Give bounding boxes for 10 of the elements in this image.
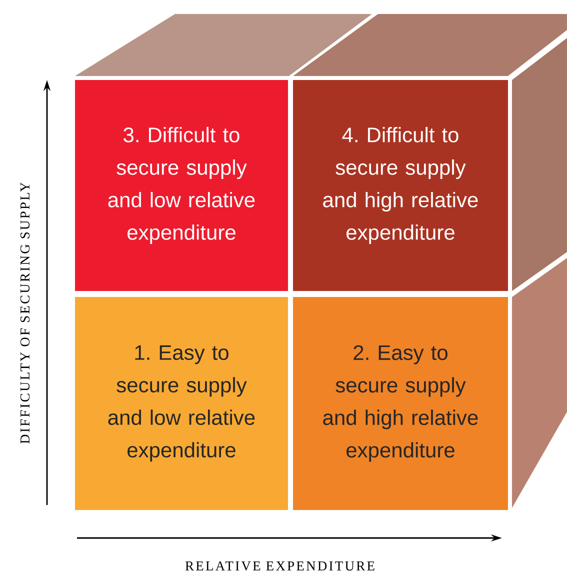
cube-face [512, 38, 567, 291]
cube-face [293, 14, 567, 76]
quadrant-box: 1. Easy to secure supply and low relative expenditure [75, 297, 288, 510]
cube-face [512, 258, 567, 508]
axis-label: RELATIVE EXPENDITURE [185, 561, 374, 571]
quadrant-box: 3. Difficult to secure supply and low relative expenditure [75, 80, 288, 291]
axis-label: DIFFICULTY OF SECURING SUPPLY [20, 182, 30, 444]
quadrant-box: 4. Difficult to secure supply and high relative expenditure [293, 80, 508, 291]
cube-face [75, 14, 372, 76]
quadrant-box: 2. Easy to secure supply and high relative expenditure [293, 297, 508, 510]
